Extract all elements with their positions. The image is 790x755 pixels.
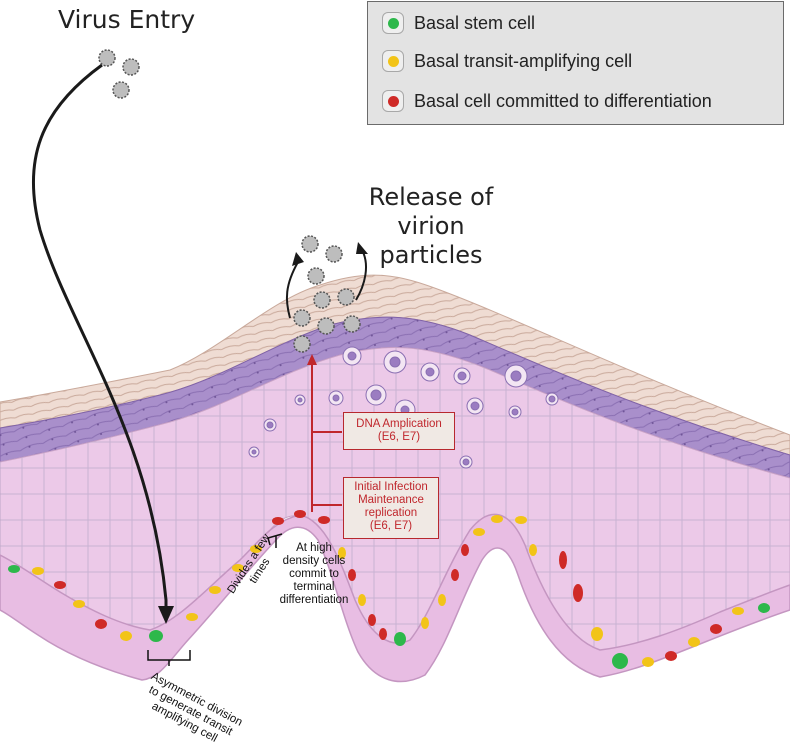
initial-box-line1: Initial Infection: [354, 481, 428, 493]
basal-cell-markers: [8, 510, 770, 669]
virion-particles: [98, 49, 361, 353]
replication-arrows: [307, 354, 342, 512]
legend-label: Basal stem cell: [414, 12, 536, 33]
asym-brace: [147, 650, 191, 666]
initial-box-line2: Maintenance: [358, 494, 424, 506]
legend-item-transit-amplifying: Basal transit-amplifying cell: [382, 50, 632, 72]
high-density-annotation: At high density cells commit to terminal…: [279, 542, 349, 606]
legend-swatch-icon: [382, 12, 404, 34]
dna-box-line2: (E6, E7): [377, 431, 421, 443]
stem-cell-dot-icon: [387, 17, 399, 29]
density-brace: [267, 533, 283, 548]
dna-amplification-box: DNA Amplication (E6, E7): [343, 412, 455, 450]
transit-cell-dot-icon: [387, 55, 399, 67]
legend-label: Basal cell committed to differentiation: [414, 90, 712, 111]
entry-arrowhead: [158, 606, 174, 624]
release-arrow-left: [285, 261, 299, 319]
legend-swatch-icon: [382, 50, 404, 72]
legend: Basal stem cell Basal transit-amplifying…: [367, 1, 784, 125]
legend-label: Basal transit-amplifying cell: [414, 50, 633, 71]
initial-infection-box: Initial Infection Maintenance replicatio…: [343, 477, 439, 539]
initial-box-line3: replication: [364, 507, 418, 519]
granular-texture: [0, 317, 790, 478]
release-arrowhead-left: [292, 252, 304, 266]
legend-item-committed: Basal cell committed to differentiation: [382, 90, 712, 112]
committed-cell-dot-icon: [387, 95, 399, 107]
virus-entry-arrow: [31, 63, 168, 612]
legend-swatch-icon: [382, 90, 404, 112]
legend-item-basal-stem: Basal stem cell: [382, 12, 535, 34]
initial-box-line4: (E6, E7): [369, 520, 413, 532]
release-arrowhead-right: [356, 242, 368, 254]
release-label: Release of virion particles: [368, 183, 494, 269]
infected-cells: [248, 346, 559, 469]
fiber-texture: [0, 275, 790, 455]
virus-entry-title: Virus Entry: [58, 5, 196, 34]
dna-box-line1: DNA Amplication: [356, 418, 442, 430]
